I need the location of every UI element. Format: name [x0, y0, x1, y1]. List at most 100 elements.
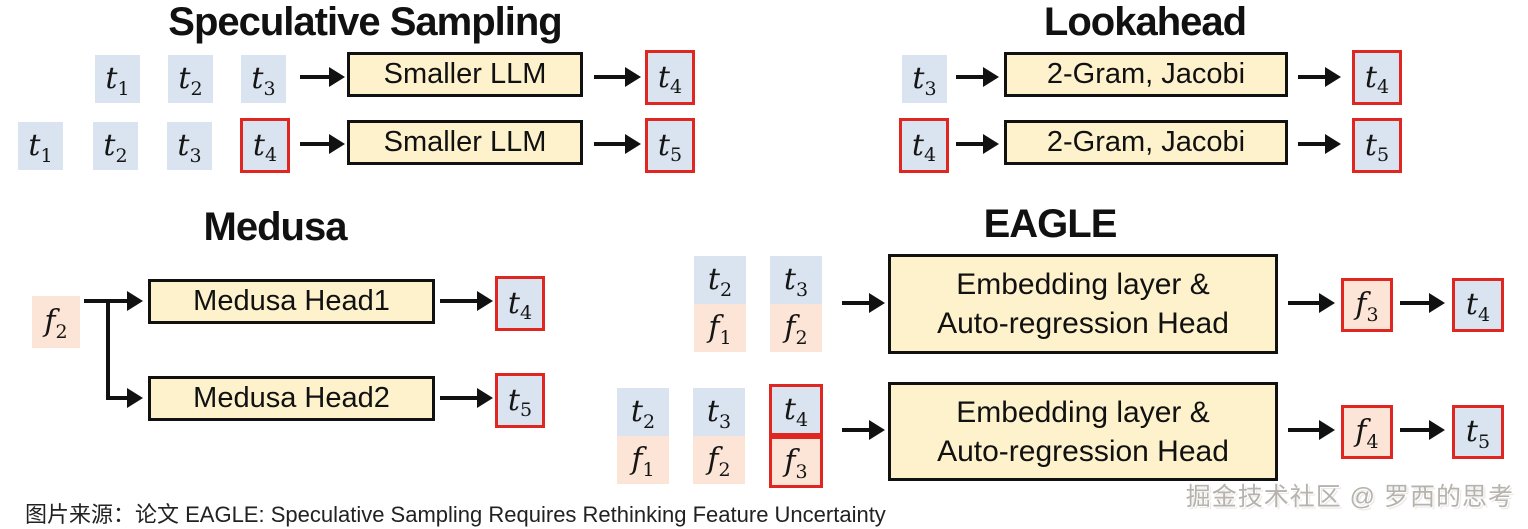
eagle-model-line2: Auto-regression Head [937, 307, 1229, 340]
token-sub: 2 [795, 326, 808, 349]
token-base: t [1465, 414, 1478, 449]
token-sub: 2 [642, 410, 656, 433]
arrow-right-icon [594, 134, 641, 154]
arrow-right-icon [440, 388, 493, 408]
section-title-medusa: Medusa [203, 205, 348, 249]
token-sub: 1 [642, 458, 655, 481]
section-title-speculative-sampling: Speculative Sampling [168, 0, 562, 44]
token-base: t [783, 392, 796, 427]
token-base: f [1355, 414, 1367, 449]
smaller-llm-box: Smaller LLM [347, 120, 583, 165]
arrow-right-icon [842, 293, 885, 313]
token-base: t [178, 61, 191, 96]
token-sub: 2 [190, 77, 203, 100]
section-title-lookahead: Lookahead [1043, 0, 1247, 44]
token-sub: 3 [795, 460, 808, 483]
token-sub: 4 [1366, 430, 1379, 453]
eagle-model-box: Embedding layer & Auto-regression Head [888, 254, 1278, 354]
token-sub: 3 [189, 144, 202, 167]
eagle-model-line2: Auto-regression Head [937, 434, 1229, 468]
ngram-jacobi-box: 2-Gram, Jacobi [1004, 52, 1288, 97]
token-base: t [103, 128, 116, 163]
token-base: t [251, 61, 264, 96]
token-sub: 5 [1477, 430, 1491, 453]
token-base: f [708, 310, 720, 345]
token-base: t [105, 61, 118, 96]
token-sub: 2 [719, 278, 733, 301]
token-sub: 5 [519, 399, 533, 421]
token-base: f [707, 442, 719, 477]
token-sub: 4 [1376, 76, 1390, 98]
token-sub: 3 [795, 278, 809, 301]
token-base: t [1465, 287, 1478, 322]
smaller-llm-box: Smaller LLM [347, 52, 583, 97]
token-sub: 2 [718, 458, 731, 481]
arrow-right-icon [956, 134, 999, 154]
medusa-head2-box: Medusa Head2 [148, 376, 435, 421]
token-base: t [783, 262, 796, 297]
token-sub: 4 [264, 144, 278, 166]
token-sub: 4 [669, 76, 683, 98]
token-base: t [706, 394, 719, 429]
token-base: f [1355, 287, 1367, 322]
eagle-model-line1: Embedding layer & [956, 268, 1210, 301]
token-base: t [1364, 59, 1377, 95]
token-base: t [507, 382, 520, 418]
token-base: t [657, 127, 670, 163]
token-base: t [177, 128, 190, 163]
arrow-right-icon [440, 291, 493, 311]
token-sub: 4 [923, 144, 937, 166]
token-base: t [252, 127, 265, 163]
token-base: t [630, 394, 643, 429]
token-sub: 2 [115, 144, 128, 167]
arrow-right-icon [1400, 293, 1445, 313]
token-sub: 1 [117, 77, 130, 100]
arrow-right-icon [1298, 67, 1341, 87]
arrow-right-icon [300, 134, 345, 154]
medusa-head1-box: Medusa Head1 [148, 279, 435, 324]
arrow-right-icon [842, 420, 885, 440]
arrow-right-icon [1298, 134, 1341, 154]
arrow-right-icon [1288, 293, 1335, 313]
token-sub: 1 [719, 326, 732, 349]
arrow-right-icon [956, 67, 999, 87]
token-sub: 2 [55, 320, 68, 343]
token-base: t [707, 262, 720, 297]
token-sub: 1 [40, 144, 53, 167]
watermark: 掘金技术社区 @ 罗西的思考 [1185, 483, 1514, 511]
arrow-right-icon [594, 67, 641, 87]
token-base: t [657, 59, 670, 95]
arrow-right-icon [1400, 420, 1445, 440]
section-title-eagle: EAGLE [983, 202, 1118, 246]
token-base: f [631, 442, 643, 477]
token-base: t [28, 128, 41, 163]
